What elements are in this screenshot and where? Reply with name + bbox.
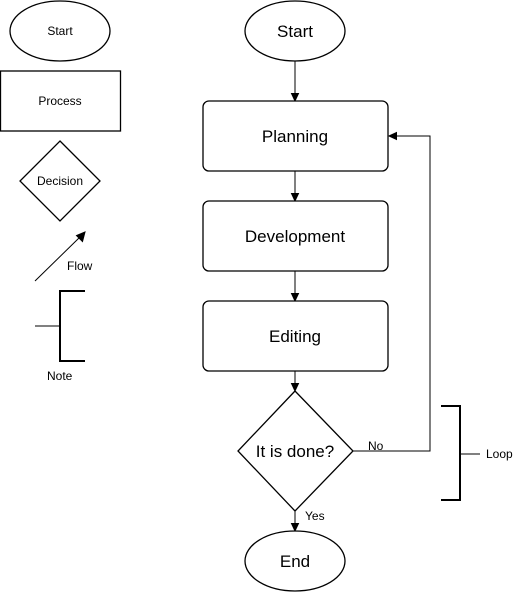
start-node-label: Start xyxy=(277,22,313,41)
edge-yes: Yes xyxy=(290,509,325,533)
legend-flow-arrowhead xyxy=(75,231,86,243)
flowchart: Start Planning Development xyxy=(202,0,513,592)
development-node: Development xyxy=(202,200,389,272)
loop-bracket xyxy=(441,405,461,501)
legend-decision-shape xyxy=(19,140,101,222)
legend-flow-arrow-line xyxy=(34,236,81,282)
legend-decision-label: Decision xyxy=(37,174,83,188)
yes-label: Yes xyxy=(305,509,325,523)
decision-node-label: It is done? xyxy=(256,442,334,461)
legend-process: Process xyxy=(0,70,122,132)
legend: Start Process Decision Flow Note xyxy=(0,0,122,383)
no-label: No xyxy=(368,439,384,453)
legend-process-label: Process xyxy=(38,94,81,108)
end-node-label: End xyxy=(280,552,310,571)
legend-note: Note xyxy=(35,290,85,383)
loop-label: Loop xyxy=(486,447,513,461)
edge-start-planning xyxy=(290,61,300,103)
legend-decision: Decision xyxy=(19,140,101,222)
legend-process-shape xyxy=(0,70,122,132)
legend-note-bracket xyxy=(59,290,85,362)
editing-node: Editing xyxy=(202,300,389,372)
planning-node-label: Planning xyxy=(262,127,328,146)
loop-annotation: Loop xyxy=(441,405,513,501)
decision-node: It is done? xyxy=(237,390,354,512)
end-node: End xyxy=(244,530,346,592)
start-node: Start xyxy=(244,0,346,62)
end-node-shape xyxy=(244,530,346,592)
legend-start-shape xyxy=(9,0,111,62)
legend-note-label: Note xyxy=(47,369,73,383)
legend-flow: Flow xyxy=(34,231,93,282)
edge-development-editing xyxy=(290,271,300,303)
development-node-label: Development xyxy=(245,227,345,246)
editing-node-label: Editing xyxy=(269,327,321,346)
legend-flow-label: Flow xyxy=(67,259,93,273)
edge-editing-decision xyxy=(290,371,300,393)
edge-planning-development xyxy=(290,171,300,203)
edge-no-loop: No xyxy=(353,131,431,453)
planning-node: Planning xyxy=(202,100,389,172)
legend-start-label: Start xyxy=(47,24,73,38)
legend-start: Start xyxy=(9,0,111,62)
